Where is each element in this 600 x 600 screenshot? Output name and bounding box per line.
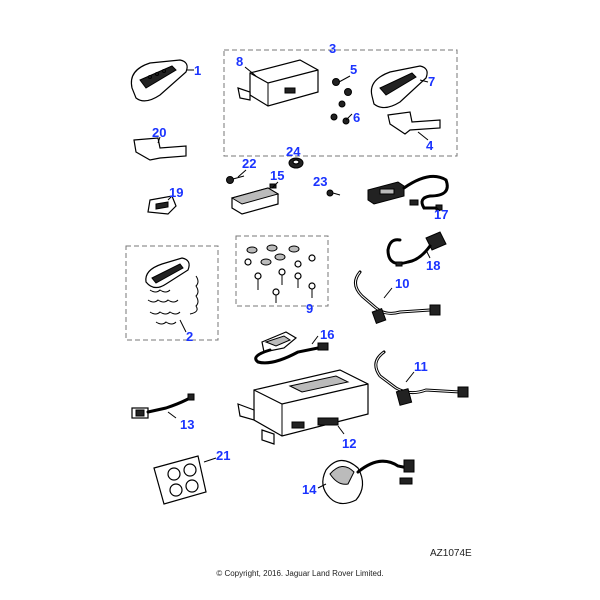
callout-3: 3 <box>329 41 336 56</box>
coiled-cord-icon <box>145 257 199 325</box>
leader-4 <box>417 131 429 141</box>
bracket-icon <box>387 111 441 135</box>
callout-15: 15 <box>270 168 284 183</box>
leader-6 <box>345 113 353 121</box>
callout-10: 10 <box>395 276 409 291</box>
callout-14: 14 <box>302 482 317 497</box>
grommet-icon <box>288 157 304 169</box>
leader-11 <box>405 371 415 383</box>
leader-5 <box>338 75 351 83</box>
leader-16 <box>311 335 319 345</box>
leader-18 <box>425 249 431 259</box>
leader-10 <box>383 287 393 299</box>
callout-labels: 1 2 3 4 5 6 7 8 9 10 11 12 13 14 15 16 1… <box>152 41 448 497</box>
callout-8: 8 <box>236 54 243 69</box>
callout-6: 6 <box>353 110 360 125</box>
callout-22: 22 <box>242 156 256 171</box>
callout-1: 1 <box>194 63 201 78</box>
callout-16: 16 <box>320 327 334 342</box>
bracket-icon <box>147 195 177 215</box>
module-icon <box>237 369 369 445</box>
leader-22 <box>237 169 247 178</box>
sensor-icon <box>254 331 329 365</box>
callout-4: 4 <box>426 138 434 153</box>
leader-21 <box>203 457 217 463</box>
leader-17 <box>435 206 441 212</box>
callout-20: 20 <box>152 125 166 140</box>
callout-12: 12 <box>342 436 356 451</box>
leader-2 <box>179 319 187 333</box>
screw-icon <box>326 189 341 197</box>
leader-8 <box>244 66 257 77</box>
callout-17: 17 <box>434 207 448 222</box>
antenna-icon <box>386 231 447 267</box>
callout-2: 2 <box>186 329 193 344</box>
bracket-icon <box>133 137 187 161</box>
group-box-9 <box>235 235 329 307</box>
antenna-icon <box>367 174 449 211</box>
module-icon <box>230 183 280 215</box>
screw-icon <box>330 78 352 125</box>
callout-7: 7 <box>428 74 435 89</box>
screw-icon <box>226 175 245 184</box>
callout-21: 21 <box>216 448 230 463</box>
group-box-3 <box>223 49 458 157</box>
leader-13 <box>167 411 177 419</box>
callout-11: 11 <box>414 359 428 374</box>
handset-icon <box>370 65 428 109</box>
module-icon <box>237 59 319 107</box>
callout-19: 19 <box>169 185 183 200</box>
callout-23: 23 <box>313 174 327 189</box>
callout-18: 18 <box>426 258 440 273</box>
callout-24: 24 <box>286 144 301 159</box>
bracket-icon <box>153 455 207 505</box>
handset-icon <box>130 59 188 102</box>
leader-20 <box>157 136 161 144</box>
callout-5: 5 <box>350 62 357 77</box>
callout-13: 13 <box>180 417 194 432</box>
fixings-kit-icon <box>244 244 316 303</box>
callout-9: 9 <box>306 301 313 316</box>
reference-code: AZ1074E <box>430 548 472 559</box>
leader-15 <box>271 181 279 189</box>
cable-harness-icon <box>131 393 195 419</box>
leader-19 <box>167 195 173 201</box>
leader-7 <box>419 79 429 83</box>
sensor-icon <box>322 459 415 505</box>
group-box-2 <box>125 245 219 341</box>
copyright-notice: © Copyright, 2016. Jaguar Land Rover Lim… <box>216 569 383 578</box>
leader-12 <box>337 425 345 435</box>
leader-14 <box>317 483 327 489</box>
cable-harness-icon <box>354 270 441 324</box>
cable-harness-icon <box>374 350 469 406</box>
